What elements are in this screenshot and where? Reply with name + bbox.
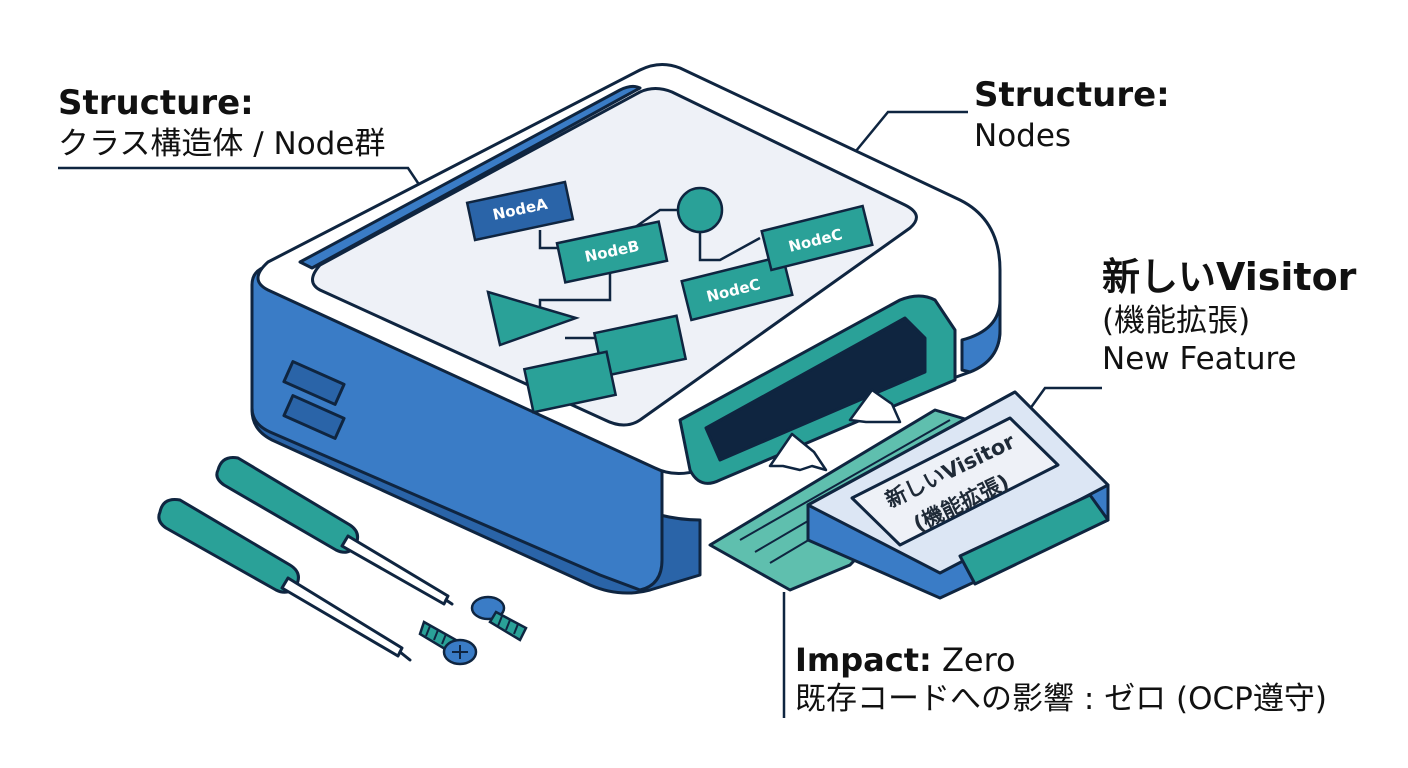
node-circle (676, 186, 724, 234)
label-top-right-heading: Structure: (974, 75, 1170, 115)
label-right-line2: (機能拡張) (1102, 302, 1251, 339)
label-right-heading: 新しいVisitor (1102, 255, 1357, 299)
node-c2-box (760, 204, 874, 272)
side-slot-lower (282, 394, 346, 440)
screw-icon (418, 620, 478, 666)
node-c1-box (680, 254, 794, 322)
slot-inner (704, 316, 927, 462)
label-top-left: Structure: クラス構造体 / Node群 (58, 82, 385, 163)
label-bottom-heading: Impact: (795, 641, 932, 679)
node-square-2 (522, 350, 618, 414)
label-top-left-text: クラス構造体 / Node群 (58, 125, 386, 162)
label-top-right-text: Nodes (974, 117, 1072, 154)
device-side-right (960, 298, 1002, 374)
leader-line-top-right (841, 110, 968, 169)
screwdriver-icon (157, 498, 412, 662)
device-edge-strip (298, 84, 642, 270)
screwdriver-icon (215, 456, 454, 606)
node-triangle (486, 290, 581, 347)
label-bottom-line1: Impact: Zero (795, 640, 1327, 680)
label-right-line3: New Feature (1102, 341, 1297, 378)
up-arrow-icon (768, 432, 828, 472)
cartridge-label (850, 416, 1060, 547)
leader-line-top-left (58, 166, 426, 193)
insert-arrows (768, 388, 902, 472)
label-bottom-heading-value: Zero (941, 641, 1016, 679)
label-right: 新しいVisitor (機能拡張) New Feature (1102, 254, 1356, 379)
visitor-cartridge (806, 390, 1110, 600)
node-b-box (555, 220, 669, 284)
side-slot-upper (282, 360, 346, 406)
label-bottom: Impact: Zero 既存コードへの影響 : ゼロ (OCP遵守) (795, 640, 1327, 719)
up-arrow-icon (848, 388, 902, 424)
node-a-box (465, 180, 575, 242)
cartridge-contacts (958, 493, 1110, 586)
label-bottom-text: 既存コードへの影響 : ゼロ (OCP遵守) (795, 681, 1327, 717)
label-top-left-heading: Structure: (58, 83, 254, 123)
label-top-right: Structure: Nodes (974, 74, 1170, 155)
node-graph (465, 180, 874, 414)
screw-icon (470, 595, 528, 642)
